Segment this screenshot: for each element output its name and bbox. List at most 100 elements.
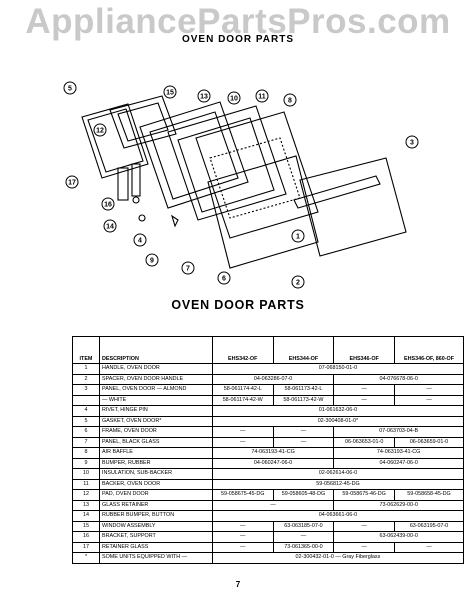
- part-number-cell: 63-063195-07-0: [394, 520, 464, 532]
- item-cell: 10: [72, 468, 100, 480]
- callout-3: 3: [405, 135, 419, 149]
- item-cell: 11: [72, 478, 100, 490]
- item-cell: *: [72, 552, 100, 564]
- svg-text:7: 7: [186, 266, 190, 273]
- part-number-cell: 07-063703-04-B: [333, 426, 464, 438]
- svg-text:13: 13: [200, 94, 208, 101]
- svg-text:14: 14: [106, 224, 114, 231]
- part-number-cell: 74-063193-41-CG: [211, 447, 335, 459]
- description-cell: GLASS RETAINER: [99, 499, 213, 511]
- svg-text:12: 12: [96, 128, 104, 135]
- frame-part: [167, 105, 287, 221]
- callout-6: 6: [217, 271, 231, 285]
- part-number-cell: 59-058605-48-DG: [272, 489, 335, 501]
- part-number-cell: —: [211, 541, 274, 553]
- col-description: DESCRIPTION: [99, 336, 213, 364]
- part-number-cell: 02-300432-01-0 — Gray Fiberglass: [211, 552, 465, 564]
- description-cell: PANEL, OVEN DOOR — ALMOND: [99, 384, 213, 396]
- page-header-title: OVEN DOOR PARTS: [181, 34, 295, 45]
- part-number-cell: —: [333, 520, 396, 532]
- part-number-cell: —: [333, 384, 396, 396]
- part-number-cell: —: [211, 426, 274, 438]
- item-cell: 15: [72, 520, 100, 532]
- col-model-2: EHS344-OF: [272, 336, 335, 364]
- window-assembly-part: [109, 95, 177, 149]
- description-cell: — WHITE: [99, 394, 213, 406]
- svg-text:10: 10: [230, 96, 238, 103]
- callout-13: 13: [197, 89, 211, 103]
- item-cell: 2: [72, 373, 100, 385]
- item-cell: 12: [72, 489, 100, 501]
- part-number-cell: 58-061174-42-L: [211, 384, 274, 396]
- item-cell: 7: [72, 436, 100, 448]
- description-cell: BRACKET, SUPPORT: [99, 531, 213, 543]
- col-item: ITEM: [72, 336, 100, 364]
- description-cell: BUMPER, RUBBER: [99, 457, 213, 469]
- part-number-cell: 58-061173-42-L: [272, 384, 335, 396]
- part-number-cell: 58-061173-42-W: [272, 394, 335, 406]
- table-row: *SOME UNITS EQUIPPED WITH —02-300432-01-…: [72, 552, 465, 564]
- callout-7: 7: [181, 261, 195, 275]
- part-number-cell: 63-063185-07-0: [272, 520, 335, 532]
- svg-text:1: 1: [296, 234, 300, 241]
- part-number-cell: 04-060247-06-0: [211, 457, 335, 469]
- description-cell: RUBBER BUMPER, BUTTON: [99, 510, 213, 522]
- callout-16: 16: [101, 197, 115, 211]
- svg-text:9: 9: [150, 258, 154, 265]
- description-cell: RIVET, HINGE PIN: [99, 405, 213, 417]
- part-number-cell: —: [211, 436, 274, 448]
- part-number-cell: —: [211, 499, 335, 511]
- svg-text:16: 16: [104, 202, 112, 209]
- description-cell: SPACER, OVEN DOOR HANDLE: [99, 373, 213, 385]
- item-cell: 6: [72, 426, 100, 438]
- part-number-cell: —: [211, 520, 274, 532]
- callout-12: 12: [93, 123, 107, 137]
- svg-text:3: 3: [410, 140, 414, 147]
- front-panel-part: [299, 157, 407, 257]
- part-number-cell: 04-076678-06-0: [333, 373, 464, 385]
- backer-part: [139, 101, 249, 209]
- part-number-cell: —: [333, 541, 396, 553]
- callout-8: 8: [283, 93, 297, 107]
- description-cell: INSULATION, SUB-BACKER: [99, 468, 213, 480]
- black-glass-panel-part: [195, 111, 319, 239]
- part-number-cell: 73-062629-00-0: [333, 499, 464, 511]
- part-number-cell: —: [394, 394, 464, 406]
- svg-text:11: 11: [258, 94, 266, 101]
- svg-text:2: 2: [296, 280, 300, 287]
- part-number-cell: —: [272, 436, 335, 448]
- table-header-row: ITEM DESCRIPTION EHS342-OF EHS344-OF EHS…: [72, 336, 464, 364]
- col-model-3: EHS346-OF: [333, 336, 396, 364]
- item-cell: 9: [72, 457, 100, 469]
- part-number-cell: 02-300408-01-0*: [211, 415, 465, 427]
- svg-text:17: 17: [68, 180, 76, 187]
- part-number-cell: 58-061174-42-W: [211, 394, 274, 406]
- svg-text:6: 6: [222, 276, 226, 283]
- description-cell: FRAME, OVEN DOOR: [99, 426, 213, 438]
- part-number-cell: —: [211, 531, 274, 543]
- callout-9: 9: [145, 253, 159, 267]
- description-cell: AIR BAFFLE: [99, 447, 213, 459]
- callout-17: 17: [65, 175, 79, 189]
- description-cell: GASKET, OVEN DOOR*: [99, 415, 213, 427]
- part-number-cell: 59-058658-45-DG: [394, 489, 464, 501]
- part-number-cell: 07-068150-01-0: [211, 363, 465, 375]
- part-number-cell: —: [333, 394, 396, 406]
- item-cell: 17: [72, 541, 100, 553]
- callout-2: 2: [291, 275, 305, 289]
- callout-14: 14: [103, 219, 117, 233]
- svg-text:5: 5: [68, 86, 72, 93]
- gasket-part: [81, 103, 149, 179]
